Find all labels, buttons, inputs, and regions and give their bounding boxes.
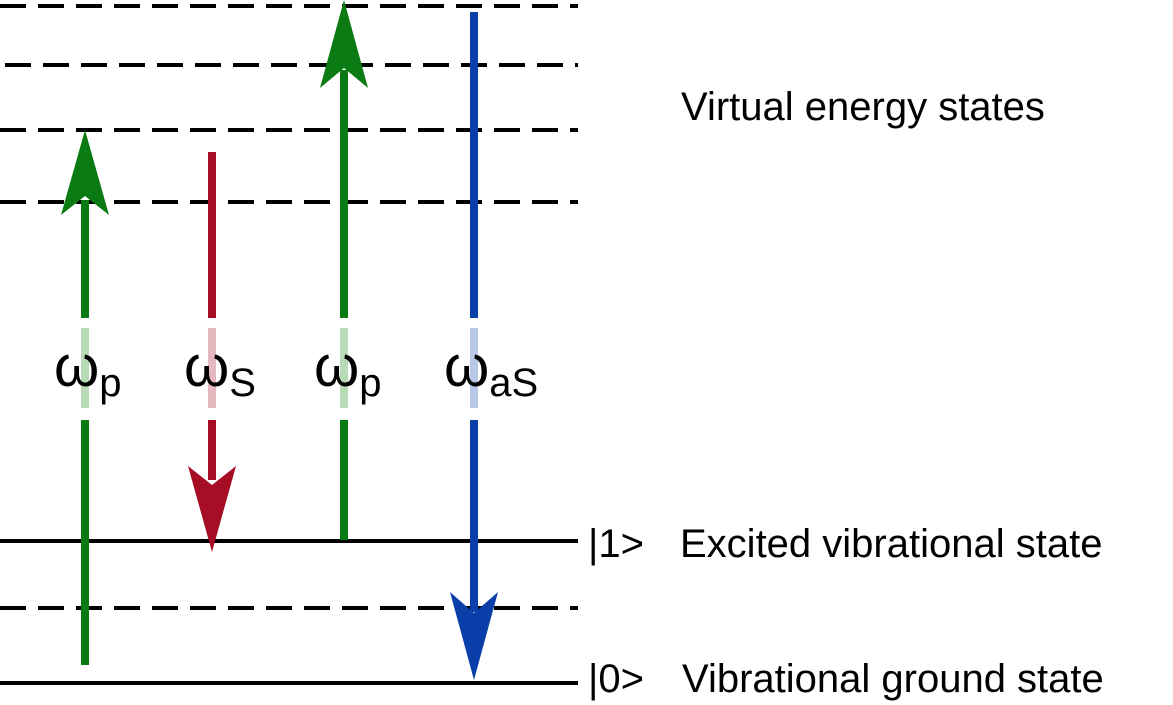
- pump-label-2-symbol: ω: [314, 334, 359, 399]
- stokes-label-symbol: ω: [184, 334, 229, 399]
- anti-stokes-label: ωaS: [444, 334, 538, 405]
- anti-stokes-label-subscript: aS: [489, 361, 538, 405]
- excited-ket-label: |1>: [588, 522, 644, 566]
- pump-label-1: ωp: [54, 334, 122, 405]
- anti-stokes-label-symbol: ω: [444, 334, 489, 399]
- pump-arrow-2-head: [320, 0, 368, 88]
- stokes-label-subscript: S: [229, 361, 256, 405]
- virtual-states-label: Virtual energy states: [681, 85, 1045, 129]
- anti-stokes-arrow: [450, 12, 498, 680]
- ground-state-label: Vibrational ground state: [682, 657, 1104, 701]
- pump-label-1-symbol: ω: [54, 334, 99, 399]
- pump-arrow-1: [61, 130, 109, 665]
- pump-label-1-subscript: p: [99, 361, 121, 405]
- stokes-label: ωS: [184, 334, 256, 405]
- stokes-arrow: [188, 152, 236, 552]
- anti-stokes-arrow-head: [450, 592, 498, 680]
- ground-ket-label: |0>: [588, 657, 644, 701]
- pump-label-2: ωp: [314, 334, 382, 405]
- pump-arrow-1-head: [61, 130, 109, 215]
- pump-label-2-subscript: p: [359, 361, 381, 405]
- stokes-arrow-head: [188, 466, 236, 552]
- excited-state-label: Excited vibrational state: [680, 522, 1102, 566]
- pump-arrow-2: [320, 0, 368, 540]
